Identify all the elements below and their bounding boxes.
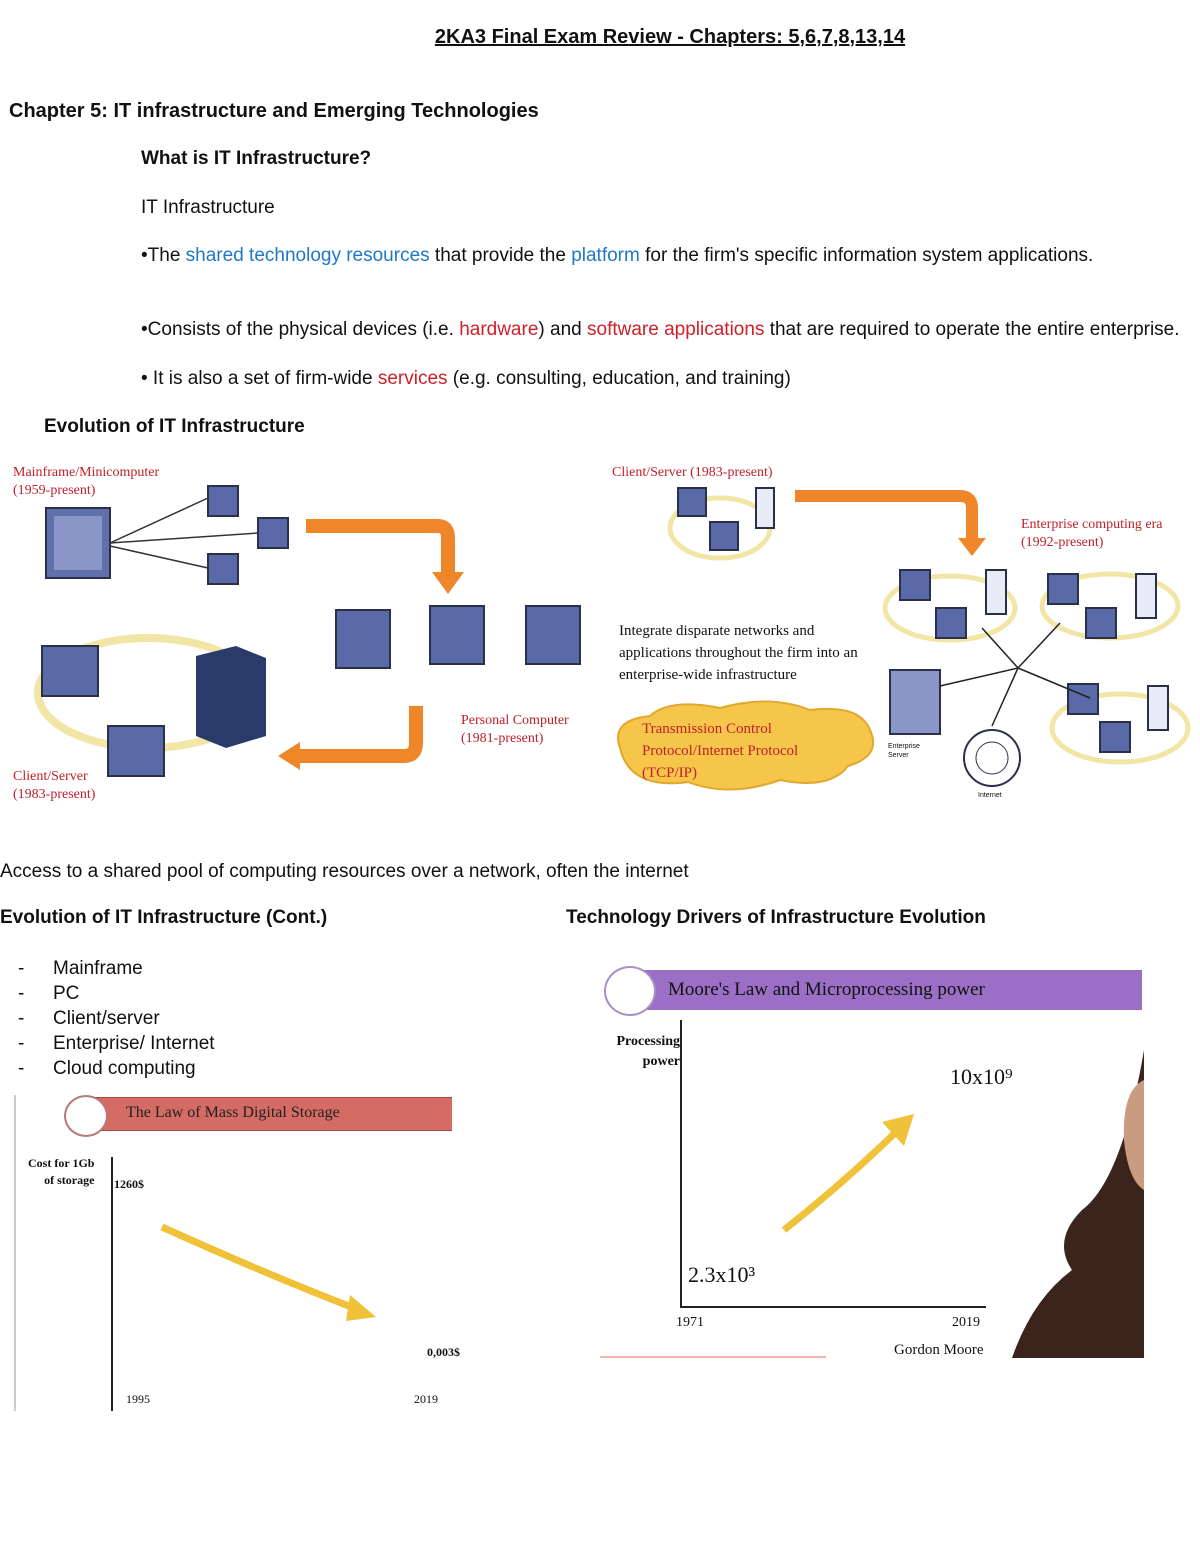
person-photo [1012, 1050, 1144, 1358]
internet-label: Internet [978, 792, 1002, 799]
evolution-diagram-left: Mainframe/Minicomputer (1959-present) Pe… [8, 458, 598, 818]
list-item: PC [0, 981, 215, 1006]
mainframe-icon [45, 507, 111, 579]
moore-start-value: 2.3x10³ [688, 1262, 756, 1287]
pc-label: Personal Computer (1981-present) [461, 713, 569, 746]
storage-slide: The Law of Mass Digital Storage Cost for… [14, 1095, 474, 1415]
moore-ylabel: Processing power [616, 1034, 680, 1069]
page-title: 2KA3 Final Exam Review - Chapters: 5,6,7… [434, 26, 906, 48]
integrate-text: Integrate disparate networks and applica… [619, 623, 858, 683]
y-axis [111, 1157, 113, 1411]
moore-banner [637, 970, 1142, 1010]
storage-x-end: 2019 [414, 1392, 438, 1406]
list-item: Cloud computing [0, 1056, 215, 1081]
down-arrow-icon [160, 1223, 376, 1321]
cont-heading: Evolution of IT Infrastructure (Cont.) [0, 907, 328, 928]
moore-x-start: 1971 [676, 1315, 704, 1330]
drivers-heading: Technology Drivers of Infrastructure Evo… [566, 907, 986, 928]
circle-icon [604, 966, 656, 1016]
definition-paragraph: •The shared technology resources that pr… [141, 245, 1094, 266]
components-paragraph: •Consists of the physical devices (i.e. … [141, 319, 1180, 340]
source-link-line [600, 1356, 826, 1358]
moore-banner-title: Moore's Law and Microprocessing power [668, 979, 985, 1000]
storage-y-start: 1260$ [114, 1177, 144, 1191]
enterprise-era-label: Enterprise computing era (1992-present) [1021, 517, 1163, 550]
storage-banner-title: The Law of Mass Digital Storage [126, 1104, 340, 1121]
list-item: Enterprise/ Internet [0, 1031, 215, 1056]
moore-end-value: 10x10⁹ [950, 1064, 1013, 1089]
section-question: What is IT Infrastructure? [141, 148, 372, 169]
storage-y-end: 0,003$ [427, 1345, 460, 1359]
moore-x-end: 2019 [952, 1315, 980, 1330]
storage-x-start: 1995 [126, 1392, 150, 1406]
evolution-list: Mainframe PC Client/server Enterprise/ I… [0, 956, 215, 1081]
evolution-heading: Evolution of IT Infrastructure [44, 416, 305, 437]
evolution-diagram-right: Client/Server (1983-present) Enterprise … [600, 458, 1194, 818]
enterprise-server-label: Enterprise Server [888, 743, 920, 759]
storage-ylabel: Cost for 1Gb of storage [28, 1156, 95, 1187]
term-label: IT Infrastructure [141, 197, 275, 218]
chapter-heading: Chapter 5: IT infrastructure and Emergin… [9, 100, 539, 122]
gordon-moore-caption: Gordon Moore [894, 1342, 984, 1358]
list-item: Mainframe [0, 956, 215, 981]
mainframe-label: Mainframe/Minicomputer (1959-present) [13, 465, 160, 498]
y-axis [680, 1020, 682, 1308]
cloud-note: Access to a shared pool of computing res… [0, 861, 689, 882]
up-arrow-icon [781, 1114, 914, 1233]
client-server-label: Client/Server (1983-present) [13, 769, 96, 802]
client-server-era-label: Client/Server (1983-present) [612, 465, 773, 480]
tcpip-label: Transmission Control Protocol/Internet P… [642, 721, 799, 781]
x-axis [680, 1306, 986, 1308]
moore-slide: Moore's Law and Microprocessing power Pr… [592, 960, 1152, 1360]
services-paragraph: • It is also a set of firm-wide services… [141, 368, 791, 389]
circle-icon [64, 1095, 108, 1137]
list-item: Client/server [0, 1006, 215, 1031]
storage-banner [94, 1097, 452, 1131]
